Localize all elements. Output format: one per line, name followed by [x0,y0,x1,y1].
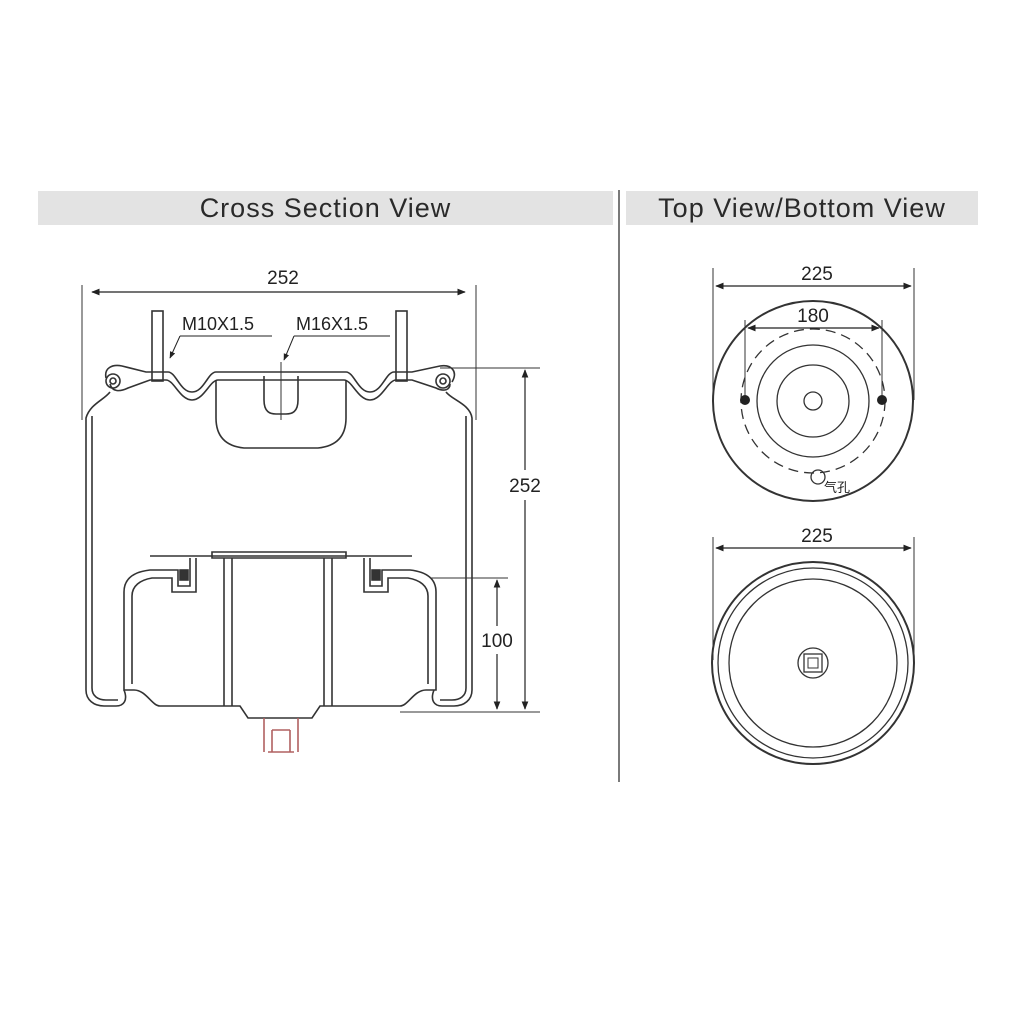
air-hole-label: 气孔 [824,480,850,495]
cross-section-drawing [81,285,540,753]
bottom-outer-dim: 225 [801,526,833,547]
bolt-hole-right [877,395,887,405]
cross-width-dim: 252 [267,268,299,289]
thread-left-leader [169,335,181,359]
bolt-spacing-dim: 180 [797,306,829,327]
cross-section-header: Cross Section View [38,191,613,225]
piston-height-dim: 100 [481,631,513,652]
bottom-view-drawing [711,537,915,765]
thread-right-label: M16X1.5 [296,314,368,334]
thread-left-label: M10X1.5 [182,314,254,334]
cross-height-dim: 252 [509,476,541,497]
cross-section-title: Cross Section View [199,192,452,223]
top-bottom-view-title: Top View/Bottom View [658,192,946,223]
top-view-drawing [712,268,915,502]
thread-right-leader [283,335,295,361]
top-bottom-view-header: Top View/Bottom View [626,191,978,225]
top-outer-dim: 225 [801,264,833,285]
bolt-hole-left [740,395,750,405]
